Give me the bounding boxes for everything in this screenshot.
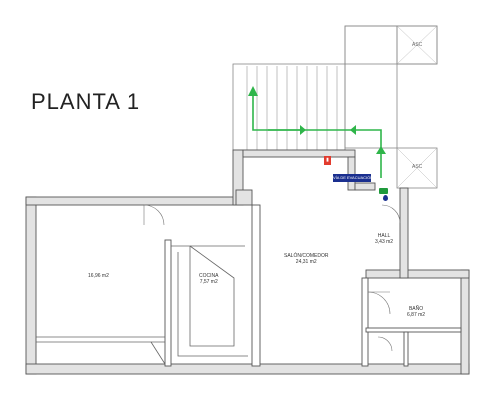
- interior-walls: [164, 204, 462, 367]
- salon-label: SALÓN/COMEDOR 24,31 m2: [284, 253, 328, 265]
- kitchen-label: COCINA 7,57 m2: [199, 273, 218, 285]
- salon-area: 24,31 m2: [295, 259, 317, 265]
- bedroom-area: 16,96 m2: [88, 273, 109, 279]
- elevator-shaft-bottom: [396, 147, 438, 189]
- hall-name: HALL: [377, 233, 391, 239]
- exterior-walls: [25, 149, 470, 375]
- salon-name: SALÓN/COMEDOR: [284, 253, 329, 259]
- evacuation-badge: VÍA DE EVACUACIÓN: [333, 174, 371, 182]
- door-swings: [143, 204, 401, 352]
- kitchen-area: 7,57 m2: [199, 279, 218, 285]
- evacuation-route: [248, 86, 386, 178]
- stair-core: [232, 25, 438, 189]
- hall-label: HALL 3,43 m2: [375, 233, 393, 245]
- stair-treads: [246, 66, 338, 150]
- page-title: PLANTA 1: [31, 89, 141, 114]
- elevator-shaft-top: [396, 25, 438, 65]
- bano-name: BAÑO: [408, 306, 424, 312]
- elevator-bottom-label: ASC: [412, 164, 423, 170]
- bano-area: 6,87 m2: [407, 312, 426, 318]
- kitchen-name: COCINA: [199, 273, 219, 279]
- exit-sign-icon: [379, 188, 388, 194]
- bano-label: BAÑO 6,87 m2: [407, 306, 425, 318]
- kitchen-counter: [171, 245, 248, 357]
- elevator-marks: [396, 25, 438, 189]
- fire-extinguisher-icon: ▮: [324, 156, 331, 165]
- water-drop-icon: [383, 195, 388, 201]
- wardrobe: [36, 336, 166, 365]
- elevator-top-label: ASC: [412, 42, 423, 48]
- hall-area: 3,43 m2: [375, 239, 394, 245]
